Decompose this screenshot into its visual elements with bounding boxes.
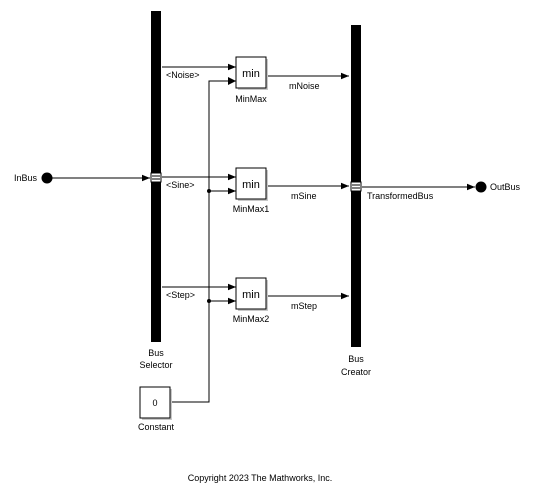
constant-arrow-minmax [228, 77, 236, 85]
noise-signal-label: <Noise> [166, 70, 200, 80]
minmax1-name: MinMax1 [233, 204, 270, 214]
bus-creator-label-line1: Bus [348, 354, 364, 364]
constant-name: Constant [138, 422, 175, 432]
bus-selector-port-glyph [150, 172, 162, 183]
bus-selector-label-line2: Selector [139, 360, 172, 370]
minmax2-name: MinMax2 [233, 314, 270, 324]
mstep-signal-label: mStep [291, 301, 317, 311]
transformedbus-signal-label: TransformedBus [367, 191, 434, 201]
minmax1-function-text: min [242, 179, 260, 191]
minmax2-function-text: min [242, 289, 260, 301]
bus-creator-label-line2: Creator [341, 367, 371, 377]
minmax-name: MinMax [235, 94, 267, 104]
msine-signal-label: mSine [291, 191, 317, 201]
branch-point-2 [207, 299, 211, 303]
minmax-function-text: min [242, 68, 260, 80]
copyright-notice: Copyright 2023 The Mathworks, Inc. [188, 473, 332, 483]
inbus-label: InBus [14, 173, 38, 183]
constant-block[interactable]: 0 [139, 386, 172, 420]
bus-selector-label-line1: Bus [148, 348, 164, 358]
sine-signal-label: <Sine> [166, 180, 195, 190]
minmax2-block[interactable]: min [235, 277, 268, 311]
outbus-label: OutBus [490, 182, 521, 192]
mnoise-signal-label: mNoise [289, 81, 320, 91]
constant-value: 0 [152, 398, 157, 408]
minmax-block[interactable]: min [235, 56, 268, 90]
bus-creator-port-glyph [350, 181, 362, 192]
minmax1-block[interactable]: min [235, 167, 268, 201]
outbus-port[interactable] [475, 181, 487, 193]
step-signal-label: <Step> [166, 290, 195, 300]
inbus-port[interactable] [41, 172, 53, 184]
signal-lines [47, 63, 475, 403]
constant-signal-line[interactable] [172, 80, 236, 403]
branch-point-1 [207, 189, 211, 193]
